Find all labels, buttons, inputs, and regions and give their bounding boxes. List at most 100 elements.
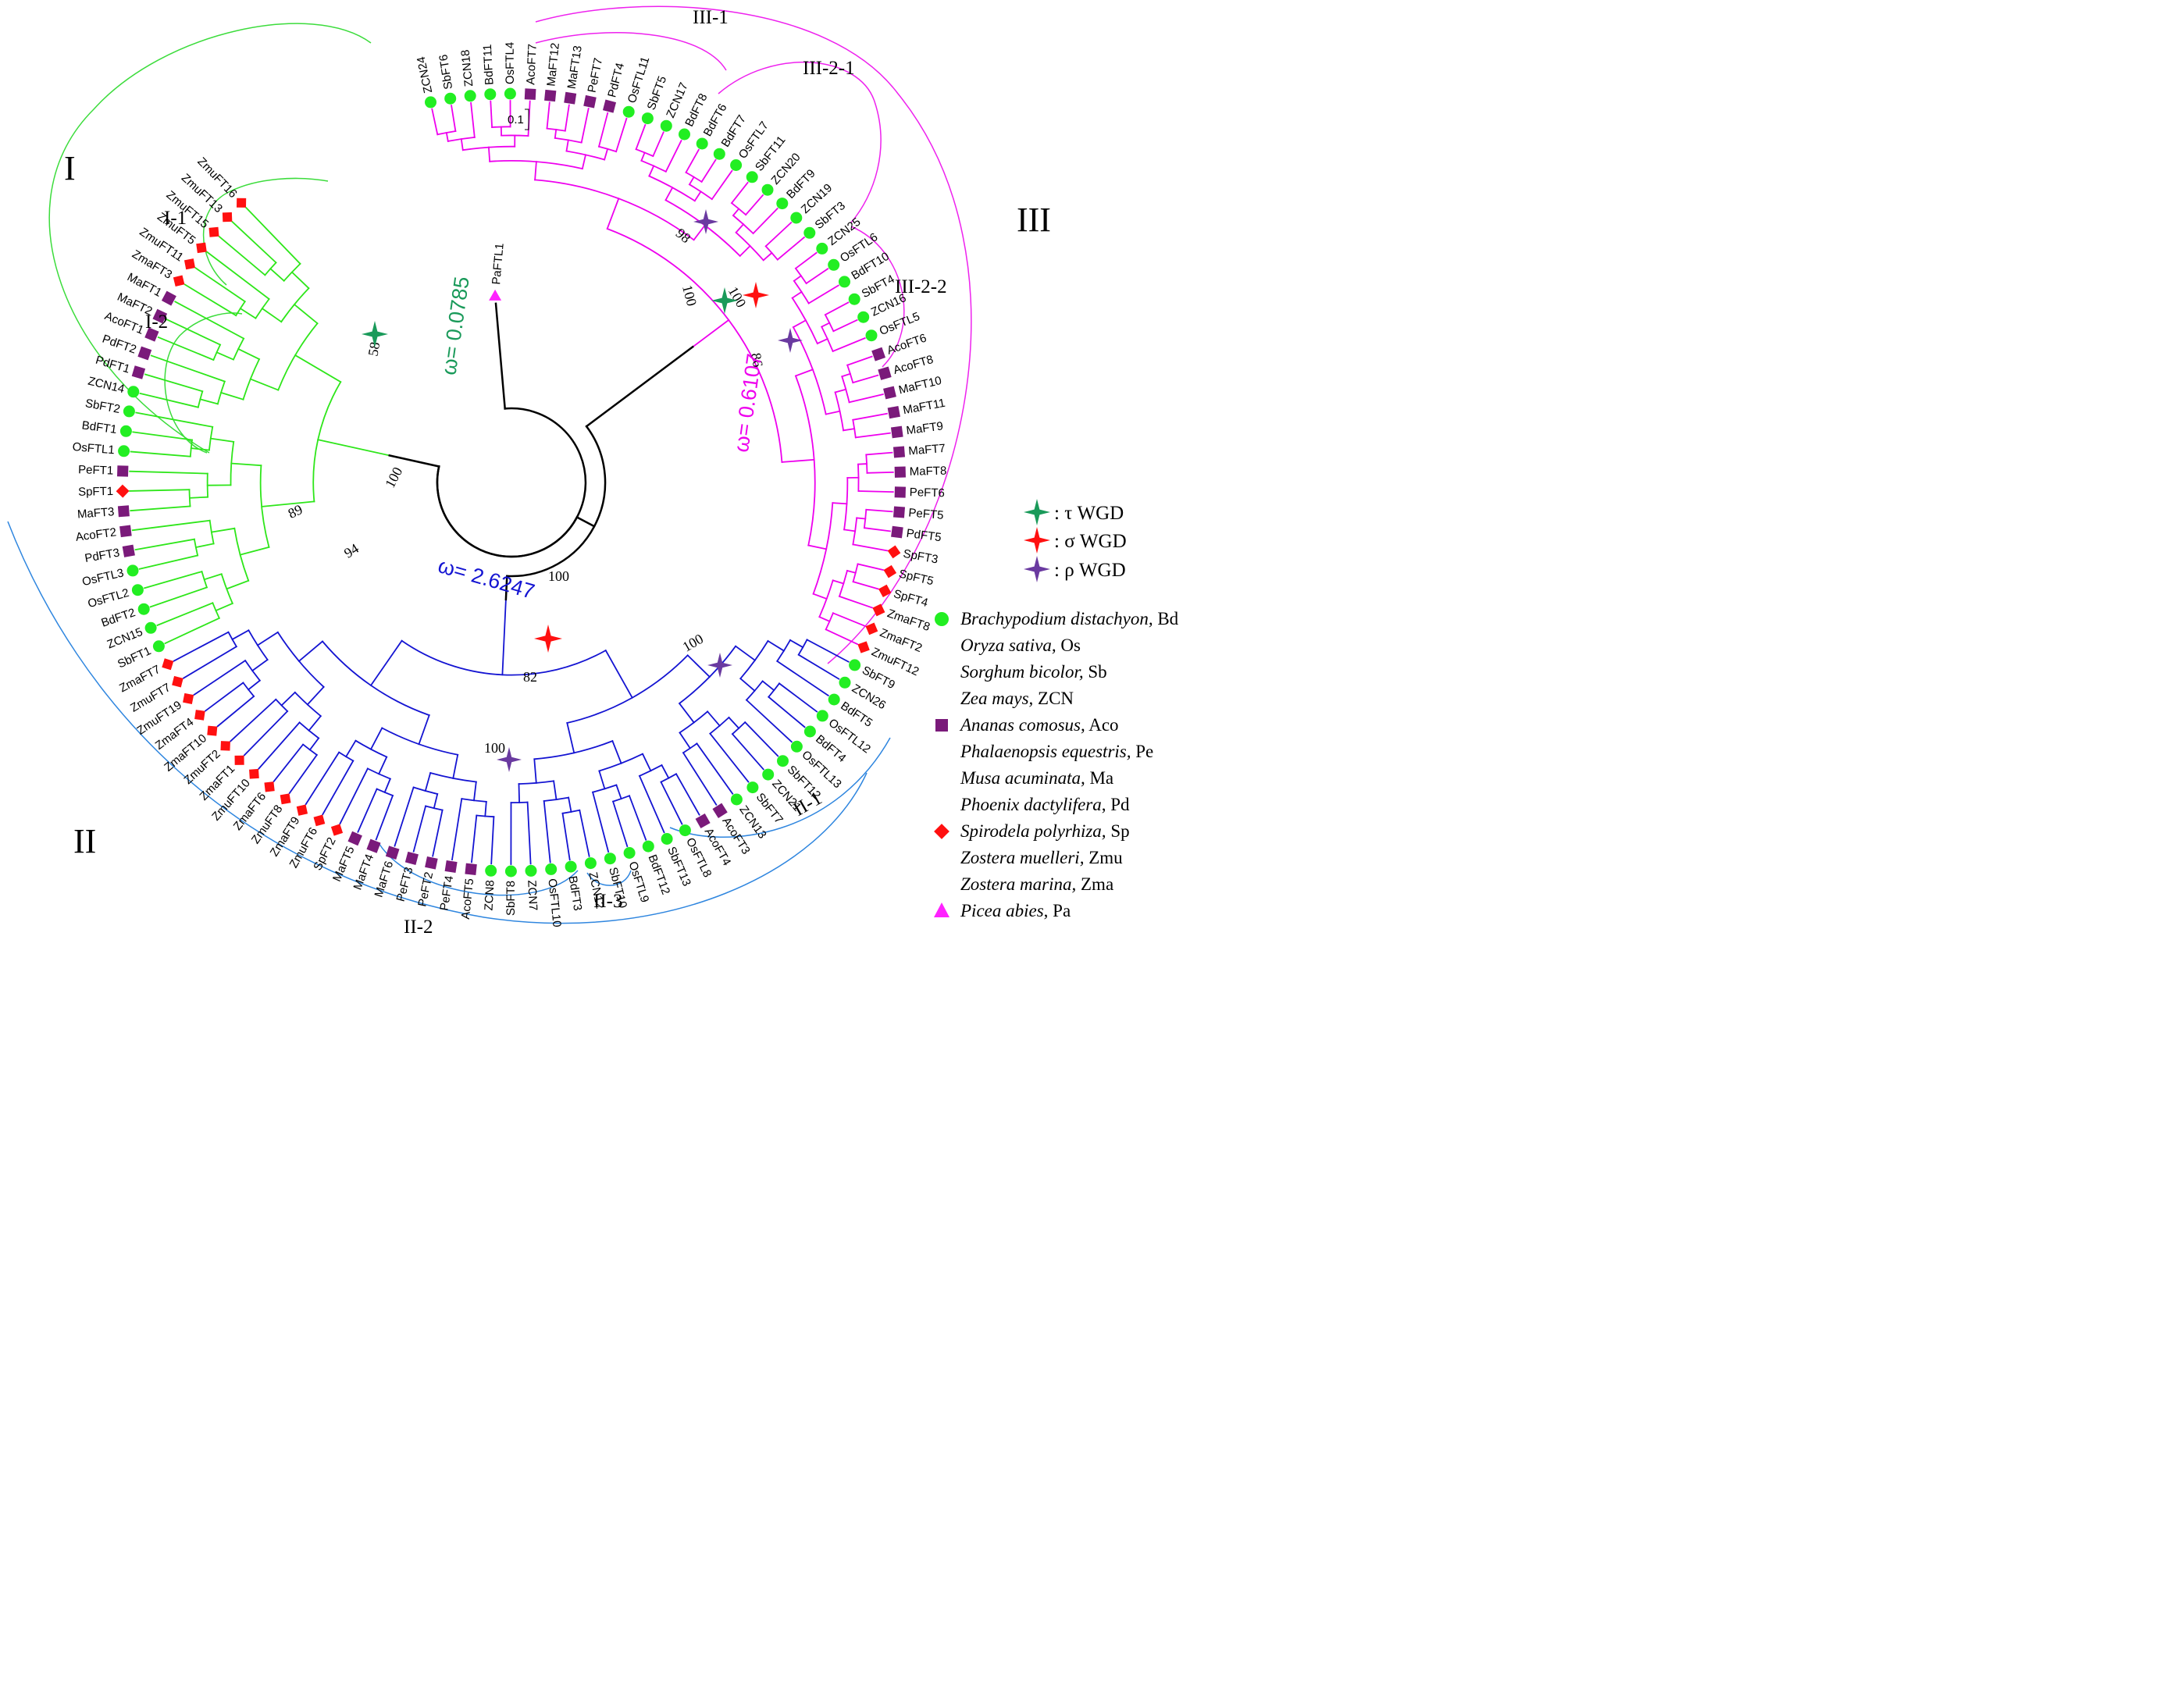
tip-circle-marker	[679, 128, 690, 141]
tip-branch	[543, 800, 551, 863]
clade-branch	[306, 685, 325, 706]
tip-square-marker	[131, 365, 146, 379]
tip-branch	[339, 767, 369, 825]
clade-branch	[501, 598, 507, 676]
clade-label-III-1: III-1	[693, 7, 729, 28]
tip-branch	[579, 809, 590, 857]
clade-branch	[433, 792, 439, 810]
tip-branch	[143, 570, 203, 589]
clade-branch	[344, 739, 357, 758]
tip-branch	[597, 112, 609, 148]
outgroup-branch	[494, 302, 507, 410]
legend-species-entry: Zostera marina, Zma	[960, 874, 1113, 894]
tip-branch	[776, 236, 806, 261]
tip-label: OsFTL2	[86, 586, 130, 611]
tip-branch	[144, 373, 204, 393]
sigma-wgd-legend-star	[1024, 527, 1050, 554]
clade-brackets	[7, 5, 972, 924]
tip-square-marker	[712, 803, 728, 818]
legend-species-abbr: Bd	[1153, 609, 1179, 628]
backbone-branch	[585, 345, 694, 428]
tree-branches	[129, 100, 894, 865]
clade-branch	[251, 658, 269, 672]
clade-branch	[688, 176, 695, 186]
clade-branch	[239, 307, 257, 319]
tip-branch	[157, 336, 215, 361]
clade-branch	[734, 645, 757, 662]
tip-branch	[744, 194, 764, 216]
tip-circle-marker	[803, 725, 816, 738]
tip-circle-marker	[152, 640, 165, 653]
tip-diamond-marker	[883, 564, 897, 578]
tip-diamond-marker	[116, 484, 130, 498]
tip-branch	[130, 450, 191, 457]
tip-square-marker	[871, 347, 886, 361]
tip-circle-marker	[525, 864, 537, 877]
tip-diamond-marker	[183, 258, 196, 270]
tip-branch	[322, 760, 354, 816]
tip-branch	[778, 682, 818, 713]
clade-branch	[693, 190, 702, 202]
tip-square-marker	[465, 863, 477, 875]
tip-label: AcoFT8	[892, 353, 935, 377]
tip-branch	[743, 721, 779, 757]
clade-branch	[648, 165, 655, 177]
backbone-branch	[436, 465, 579, 558]
tip-label: PdFT4	[605, 62, 627, 99]
legend-species-name: Musa acuminata,	[960, 768, 1085, 788]
tip-circle-marker	[696, 137, 708, 150]
tip-circle-marker	[137, 603, 150, 615]
tip-diamond-marker	[865, 622, 878, 635]
tip-branch	[832, 319, 858, 333]
tip-label: SpFT4	[892, 587, 929, 610]
clade-branch	[280, 691, 297, 707]
clade-branch	[215, 602, 233, 612]
tip-label: PeFT3	[394, 866, 416, 903]
clade-arc-III	[535, 5, 972, 664]
tip-circle-marker	[828, 693, 840, 706]
tip-label: PeFT5	[908, 506, 944, 522]
tip-diamond-marker	[196, 242, 207, 254]
tip-branch	[131, 519, 211, 532]
clade-branch	[792, 319, 807, 329]
tip-square-marker	[122, 544, 135, 557]
clade-branch	[534, 161, 537, 181]
backbone-branch	[504, 575, 508, 601]
tip-label: BdFT2	[99, 606, 137, 630]
legend-species-abbr: Ma	[1085, 768, 1113, 788]
tip-circle-marker	[746, 171, 758, 183]
legend-species-entry: Zea mays, ZCN	[960, 689, 1074, 708]
tip-square-marker	[887, 405, 900, 419]
tip-branch	[451, 105, 457, 133]
tip-circle-marker	[790, 212, 803, 224]
clade-branch	[846, 569, 857, 574]
tip-square-marker	[524, 88, 536, 100]
tip-square-marker	[404, 851, 419, 865]
tip-square-marker	[385, 846, 400, 860]
tip-diamond-marker	[183, 692, 194, 704]
tip-diamond-marker	[280, 793, 291, 805]
wgd-legend-tau: : τ WGD	[1054, 503, 1124, 524]
tip-circle-marker	[642, 840, 654, 853]
clade-branch	[812, 593, 828, 600]
clade-branch	[761, 680, 775, 692]
legend-species-abbr: Zma	[1076, 874, 1113, 894]
backbone-branch	[505, 425, 607, 578]
tip-branch	[564, 104, 570, 132]
backbone-branch	[388, 454, 440, 468]
tip-label: ZCN14	[87, 375, 126, 397]
tip-square-marker	[883, 386, 896, 400]
tip-circle-marker	[584, 857, 597, 870]
tip-diamond-marker	[172, 675, 183, 688]
clade-branch	[424, 771, 432, 792]
tip-label: ZCN7	[525, 880, 540, 911]
clade-branch	[533, 758, 537, 784]
tip-branch	[134, 538, 195, 551]
tip-branch	[132, 431, 194, 441]
clade-branch	[678, 702, 695, 724]
tip-square-marker	[119, 525, 132, 538]
tip-square-marker	[894, 486, 906, 498]
rho-wgd-star	[778, 328, 803, 353]
legend-species-name: Phoenix dactylifera	[960, 795, 1102, 814]
clade-branch	[452, 753, 459, 779]
